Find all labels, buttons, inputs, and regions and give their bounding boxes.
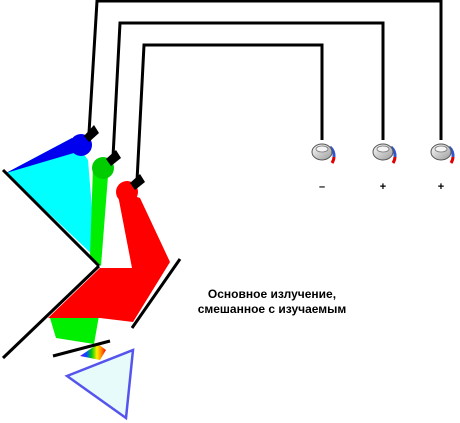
knob-3-top	[434, 145, 448, 153]
knob-2[interactable]: +	[372, 143, 397, 193]
mirror-lower-left	[1, 264, 101, 360]
prism	[64, 348, 135, 421]
red-beam	[48, 190, 170, 322]
knob-3-sign: +	[438, 181, 444, 193]
knob-3[interactable]: +	[430, 143, 455, 193]
led-blue-body	[70, 134, 92, 156]
light-beams	[6, 138, 170, 360]
knob-1[interactable]: –	[311, 143, 336, 193]
knob-1-top	[315, 145, 329, 153]
spectrum-fan	[80, 344, 106, 360]
knob-1-sign: –	[319, 181, 325, 193]
green-beam-lower	[50, 310, 100, 344]
led-red	[116, 174, 145, 203]
led-green-tip	[106, 150, 121, 166]
blue-light-cone	[6, 138, 84, 173]
led-red-tip	[130, 174, 145, 190]
wires	[87, 0, 443, 182]
wire-blue-led	[87, 0, 443, 140]
caption: Основное излучение, смешанное с изучаемы…	[172, 287, 372, 317]
led-blue	[70, 125, 99, 156]
led-green	[92, 150, 121, 179]
caption-line-1: Основное излучение,	[207, 287, 337, 301]
mirror-right	[130, 258, 182, 329]
grating-near-prism	[52, 339, 111, 358]
caption-line-2: смешанное с изучаемым	[197, 302, 347, 316]
cyan-beam	[6, 138, 96, 258]
led-blue-tip	[84, 125, 99, 142]
knob-2-scale-red	[391, 156, 397, 164]
wire-red-led	[135, 43, 324, 182]
knob-2-top	[376, 145, 390, 153]
knob-3-scale-red	[449, 156, 455, 164]
mirrors	[1, 168, 182, 360]
wire-green-led	[111, 21, 385, 158]
knob-1-scale-red	[330, 156, 336, 164]
knob-2-sign: +	[380, 181, 386, 193]
green-beam-upper	[90, 166, 108, 266]
mirror-upper-left	[1, 168, 101, 268]
